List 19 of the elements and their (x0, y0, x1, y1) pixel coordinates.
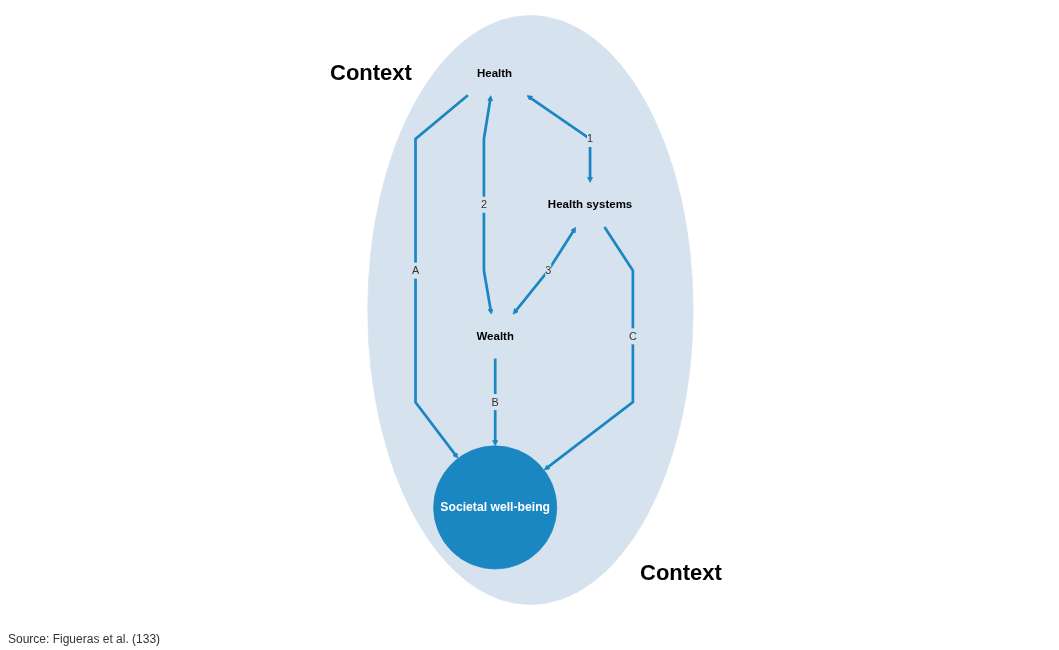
node-text: Wealth (475, 329, 514, 343)
edge-label: B (491, 396, 499, 408)
node-circle: Societal well-being (432, 445, 557, 570)
edge-label: 2 (480, 198, 487, 211)
node-text: Health systems (547, 198, 632, 211)
arrow (482, 95, 493, 315)
context-label: Context (640, 560, 722, 586)
caption: Source: Figueras et al. (133) (8, 632, 161, 646)
arrow (526, 95, 593, 183)
edge-label: C (628, 330, 637, 342)
arrow (491, 358, 498, 447)
node-text: Health (476, 66, 512, 80)
context-label: Context (330, 60, 412, 86)
arrow (413, 94, 469, 459)
arrow (512, 226, 576, 315)
arrow (543, 226, 634, 471)
edge-label: A (411, 264, 419, 276)
edge-label: 1 (586, 132, 593, 145)
edge-label: 3 (544, 264, 551, 276)
